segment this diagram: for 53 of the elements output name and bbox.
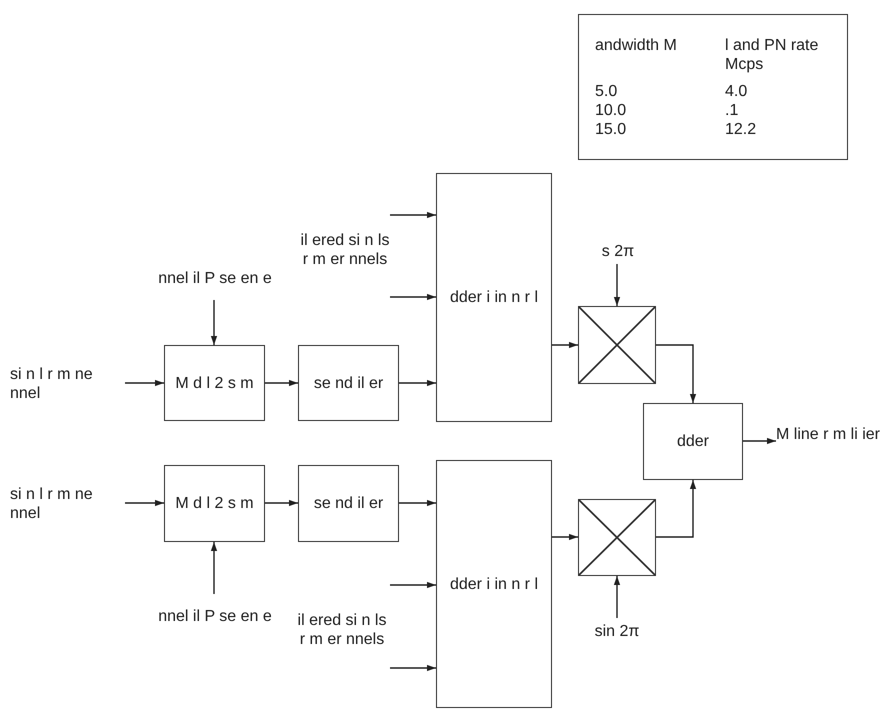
table-cell-text: .1: [725, 100, 740, 120]
signal-label: nnel il P se en e: [158, 606, 272, 626]
arrow: [390, 664, 436, 672]
arrow: [552, 534, 578, 540]
arrow: [614, 576, 620, 618]
table-box: [578, 14, 848, 160]
table-cell-text: 5.0: [595, 82, 618, 100]
arrow: [399, 380, 436, 386]
process-box: [436, 460, 552, 708]
signal-label: il ered si n ls r m er nnels: [300, 231, 390, 269]
signal-label: nnel il P se en e: [158, 268, 272, 288]
table-cell-text: 12.2: [725, 120, 758, 138]
arrow: [614, 264, 620, 306]
process-box: [436, 173, 552, 422]
signal-label: si n l r m ne nnel: [10, 485, 94, 523]
arrow: [125, 380, 164, 386]
block-label: M d l 2 s m: [175, 494, 254, 513]
arrow: [265, 500, 298, 506]
arrow: [390, 582, 436, 588]
arrow: [743, 438, 776, 444]
block-label: dder i in n r l: [450, 288, 538, 307]
process-box: [164, 465, 265, 542]
table-cell-text: 4.0: [725, 82, 748, 100]
process-box: [298, 345, 399, 421]
signal-label: si n l r m ne nnel: [10, 365, 94, 403]
process-box: [164, 345, 265, 421]
arrow: [125, 500, 164, 506]
table-header: andwidth M: [595, 36, 678, 56]
arrow: [265, 380, 298, 386]
multiplier-box: [578, 499, 656, 576]
arrow: [390, 294, 436, 300]
arrow: [656, 480, 696, 538]
block-label: dder: [676, 432, 710, 451]
arrow: [399, 500, 436, 506]
process-box: [643, 403, 743, 480]
block-label: dder i in n r l: [450, 574, 538, 594]
signal-label: il ered si n ls r m er nnels: [296, 611, 388, 649]
block-label: M d l 2 s m: [175, 374, 254, 392]
table-cell-text: 10.0: [595, 100, 628, 120]
signal-label: sin 2π: [594, 622, 640, 640]
arrow: [552, 342, 578, 348]
block-label: se nd il er: [314, 494, 384, 513]
arrow: [390, 212, 436, 218]
arrow: [210, 542, 218, 594]
arrow: [656, 344, 696, 403]
signal-label: s 2π: [602, 242, 634, 260]
multiplier-box: [578, 306, 656, 384]
arrow: [210, 300, 218, 345]
signal-label: M line r m li ier: [776, 424, 880, 444]
table-header: l and PN rate Mcps: [725, 36, 820, 74]
block-label: se nd il er: [314, 374, 384, 392]
process-box: [298, 465, 399, 542]
table-cell-text: 15.0: [595, 120, 628, 138]
